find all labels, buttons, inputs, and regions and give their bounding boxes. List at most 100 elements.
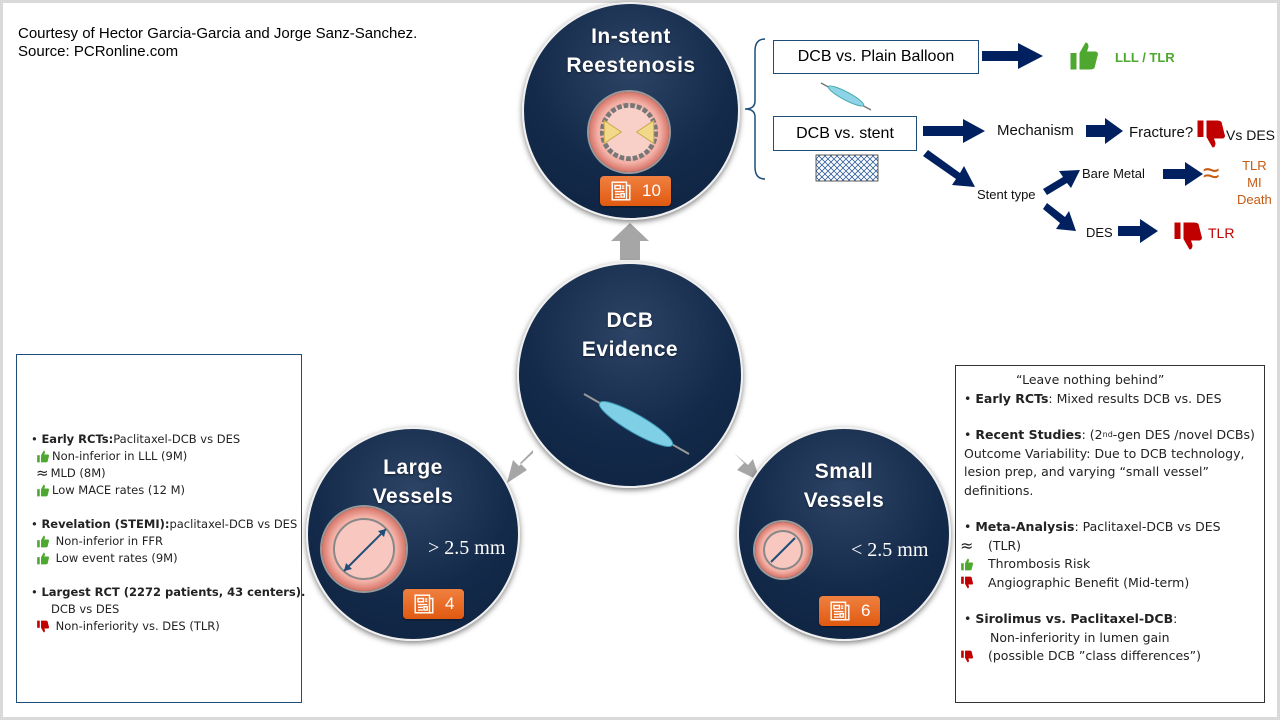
- thumbs-up-icon: [36, 450, 50, 463]
- thumbs-up-icon: [36, 552, 50, 565]
- arrow-plain: [982, 43, 1043, 69]
- badge-count: 10: [642, 181, 661, 200]
- result-mi: MI: [1247, 175, 1262, 190]
- bare-metal-label: Bare Metal: [1082, 166, 1145, 181]
- bullet-largest-rct: • Largest RCT (2272 patients, 43 centers…: [31, 585, 306, 599]
- item-text: Low event rates (9M): [55, 551, 178, 565]
- approx-equal-icon: ≈: [960, 535, 974, 555]
- stent-mesh-icon: [815, 154, 879, 182]
- thumbs-down-icon: [1196, 119, 1226, 149]
- reference-count-badge[interactable]: 4: [403, 589, 465, 619]
- stent-type-label: Stent type: [977, 187, 1036, 202]
- bullet-text: Paclitaxel-DCB vs DES: [113, 432, 241, 446]
- bullet-heading: Early RCTs: [975, 390, 1049, 406]
- item-text: Non-inferiority vs. DES (TLR): [55, 619, 220, 633]
- slide: Courtesy of Hector Garcia-Garcia and Jor…: [3, 2, 1277, 717]
- restenosis-vessel-icon: [589, 92, 669, 172]
- item-text: Low MACE rates (12 M): [52, 483, 186, 497]
- bullet-revelation: • Revelation (STEMI): paclitaxel-DCB vs …: [31, 517, 298, 531]
- reference-count-badge[interactable]: 6: [819, 596, 881, 626]
- title-line: In-stent: [591, 25, 671, 48]
- arrow-up-gray: [611, 223, 649, 260]
- title-line: DCB: [606, 309, 654, 332]
- item-text: Thrombosis Risk: [988, 556, 1091, 571]
- des-result: TLR: [1208, 225, 1235, 241]
- large-vessel-icon: [322, 507, 406, 591]
- result-tlr: TLR: [1242, 158, 1267, 173]
- bullet-heading: Meta-Analysis: [975, 519, 1075, 534]
- badge-count: 4: [445, 594, 455, 613]
- bullet-text: : Mixed results DCB vs. DES: [1048, 390, 1222, 406]
- bullet-text: : (2: [1081, 427, 1103, 442]
- size-label: > 2.5 mm: [428, 537, 506, 559]
- superscript: nd: [1102, 430, 1113, 439]
- dcb-vs-stent-box: DCB vs. stent: [773, 116, 917, 151]
- arrow-fracture: [1086, 118, 1123, 144]
- item-text: lesion prep, and varying “small vessel”: [964, 464, 1209, 479]
- dcb-balloon-icon: [583, 393, 690, 455]
- thumbs-up-icon: [36, 484, 50, 497]
- bullet-heading: Early RCTs:: [41, 432, 114, 446]
- connectors: [507, 38, 1203, 483]
- item-text: (TLR): [988, 537, 1022, 553]
- thumbs-down-icon: [960, 576, 974, 589]
- title-line: Small: [814, 460, 874, 483]
- bullet-heading: Revelation (STEMI):: [41, 517, 170, 531]
- document-icon: [413, 593, 435, 615]
- approx-equal-icon: ≈: [1203, 157, 1220, 190]
- arrow-down-right-gray: [731, 450, 760, 481]
- item-text: Outcome Variability: Due to DCB technolo…: [964, 445, 1245, 461]
- title-line: Large: [383, 456, 443, 479]
- arrow-mechanism: [923, 119, 985, 143]
- document-icon: [610, 180, 632, 202]
- thumbs-down-icon: [960, 650, 974, 663]
- arrow-down-left-gray: [507, 450, 533, 483]
- title-line: Reestenosis: [566, 54, 696, 77]
- bullet-text: paclitaxel-DCB vs DES: [169, 517, 298, 531]
- item-text: definitions.: [964, 482, 1034, 498]
- arrow-des-result: [1118, 219, 1158, 243]
- item-text: Non-inferior in LLL (9M): [52, 449, 188, 463]
- source-line: Source: PCRonline.com: [18, 43, 179, 60]
- title-line: Vessels: [372, 485, 454, 508]
- arrow-bm-result: [1163, 162, 1203, 186]
- thumbs-up-icon: [960, 558, 974, 571]
- bullet-heading: Largest RCT (2272 patients, 43 centers).: [41, 585, 306, 599]
- thumbs-down-icon: [1173, 221, 1203, 251]
- reference-count-badge[interactable]: 10: [600, 176, 671, 206]
- quote-text: “Leave nothing behind”: [1016, 372, 1165, 387]
- credit-line: Courtesy of Hector Garcia-Garcia and Jor…: [18, 25, 418, 42]
- title-line: Vessels: [803, 489, 885, 512]
- mechanism-label: Mechanism: [997, 122, 1074, 139]
- bullet-heading: Sirolimus vs. Paclitaxel-DCB: [975, 611, 1174, 626]
- fracture-label: Fracture?: [1129, 124, 1194, 141]
- item-text: MLD (8M): [50, 466, 106, 480]
- item-text: DCB vs DES: [51, 602, 120, 616]
- result-death: Death: [1237, 192, 1272, 207]
- plain-balloon-result: LLL / TLR: [1115, 50, 1175, 65]
- small-vessel-icon: [755, 522, 811, 578]
- item-text: Angiographic Benefit (Mid-term): [988, 574, 1190, 590]
- small-vessels-evidence-box: “Leave nothing behind” • Early RCTs: Mix…: [955, 365, 1265, 703]
- arrow-bare-metal: [1043, 170, 1080, 195]
- bullet-text: :: [1173, 611, 1178, 626]
- approx-equal-icon: ≈: [36, 464, 49, 482]
- arrow-stent-type: [923, 150, 975, 187]
- bullet-heading: Recent Studies: [975, 427, 1082, 442]
- credit-text: Courtesy of Hector Garcia-Garcia and Jor…: [18, 25, 417, 61]
- des-label: DES: [1086, 225, 1113, 240]
- item-text: Non-inferior in FFR: [55, 534, 164, 548]
- badge-count: 6: [861, 601, 871, 620]
- balloon-icon: [820, 82, 872, 111]
- brace: [744, 38, 766, 180]
- bullet-text: : Paclitaxel-DCB vs DES: [1074, 519, 1221, 534]
- large-vessels-evidence-box: • Early RCTs: Paclitaxel-DCB vs DES Non-…: [16, 354, 306, 703]
- vs-des-label: Vs DES: [1226, 127, 1276, 143]
